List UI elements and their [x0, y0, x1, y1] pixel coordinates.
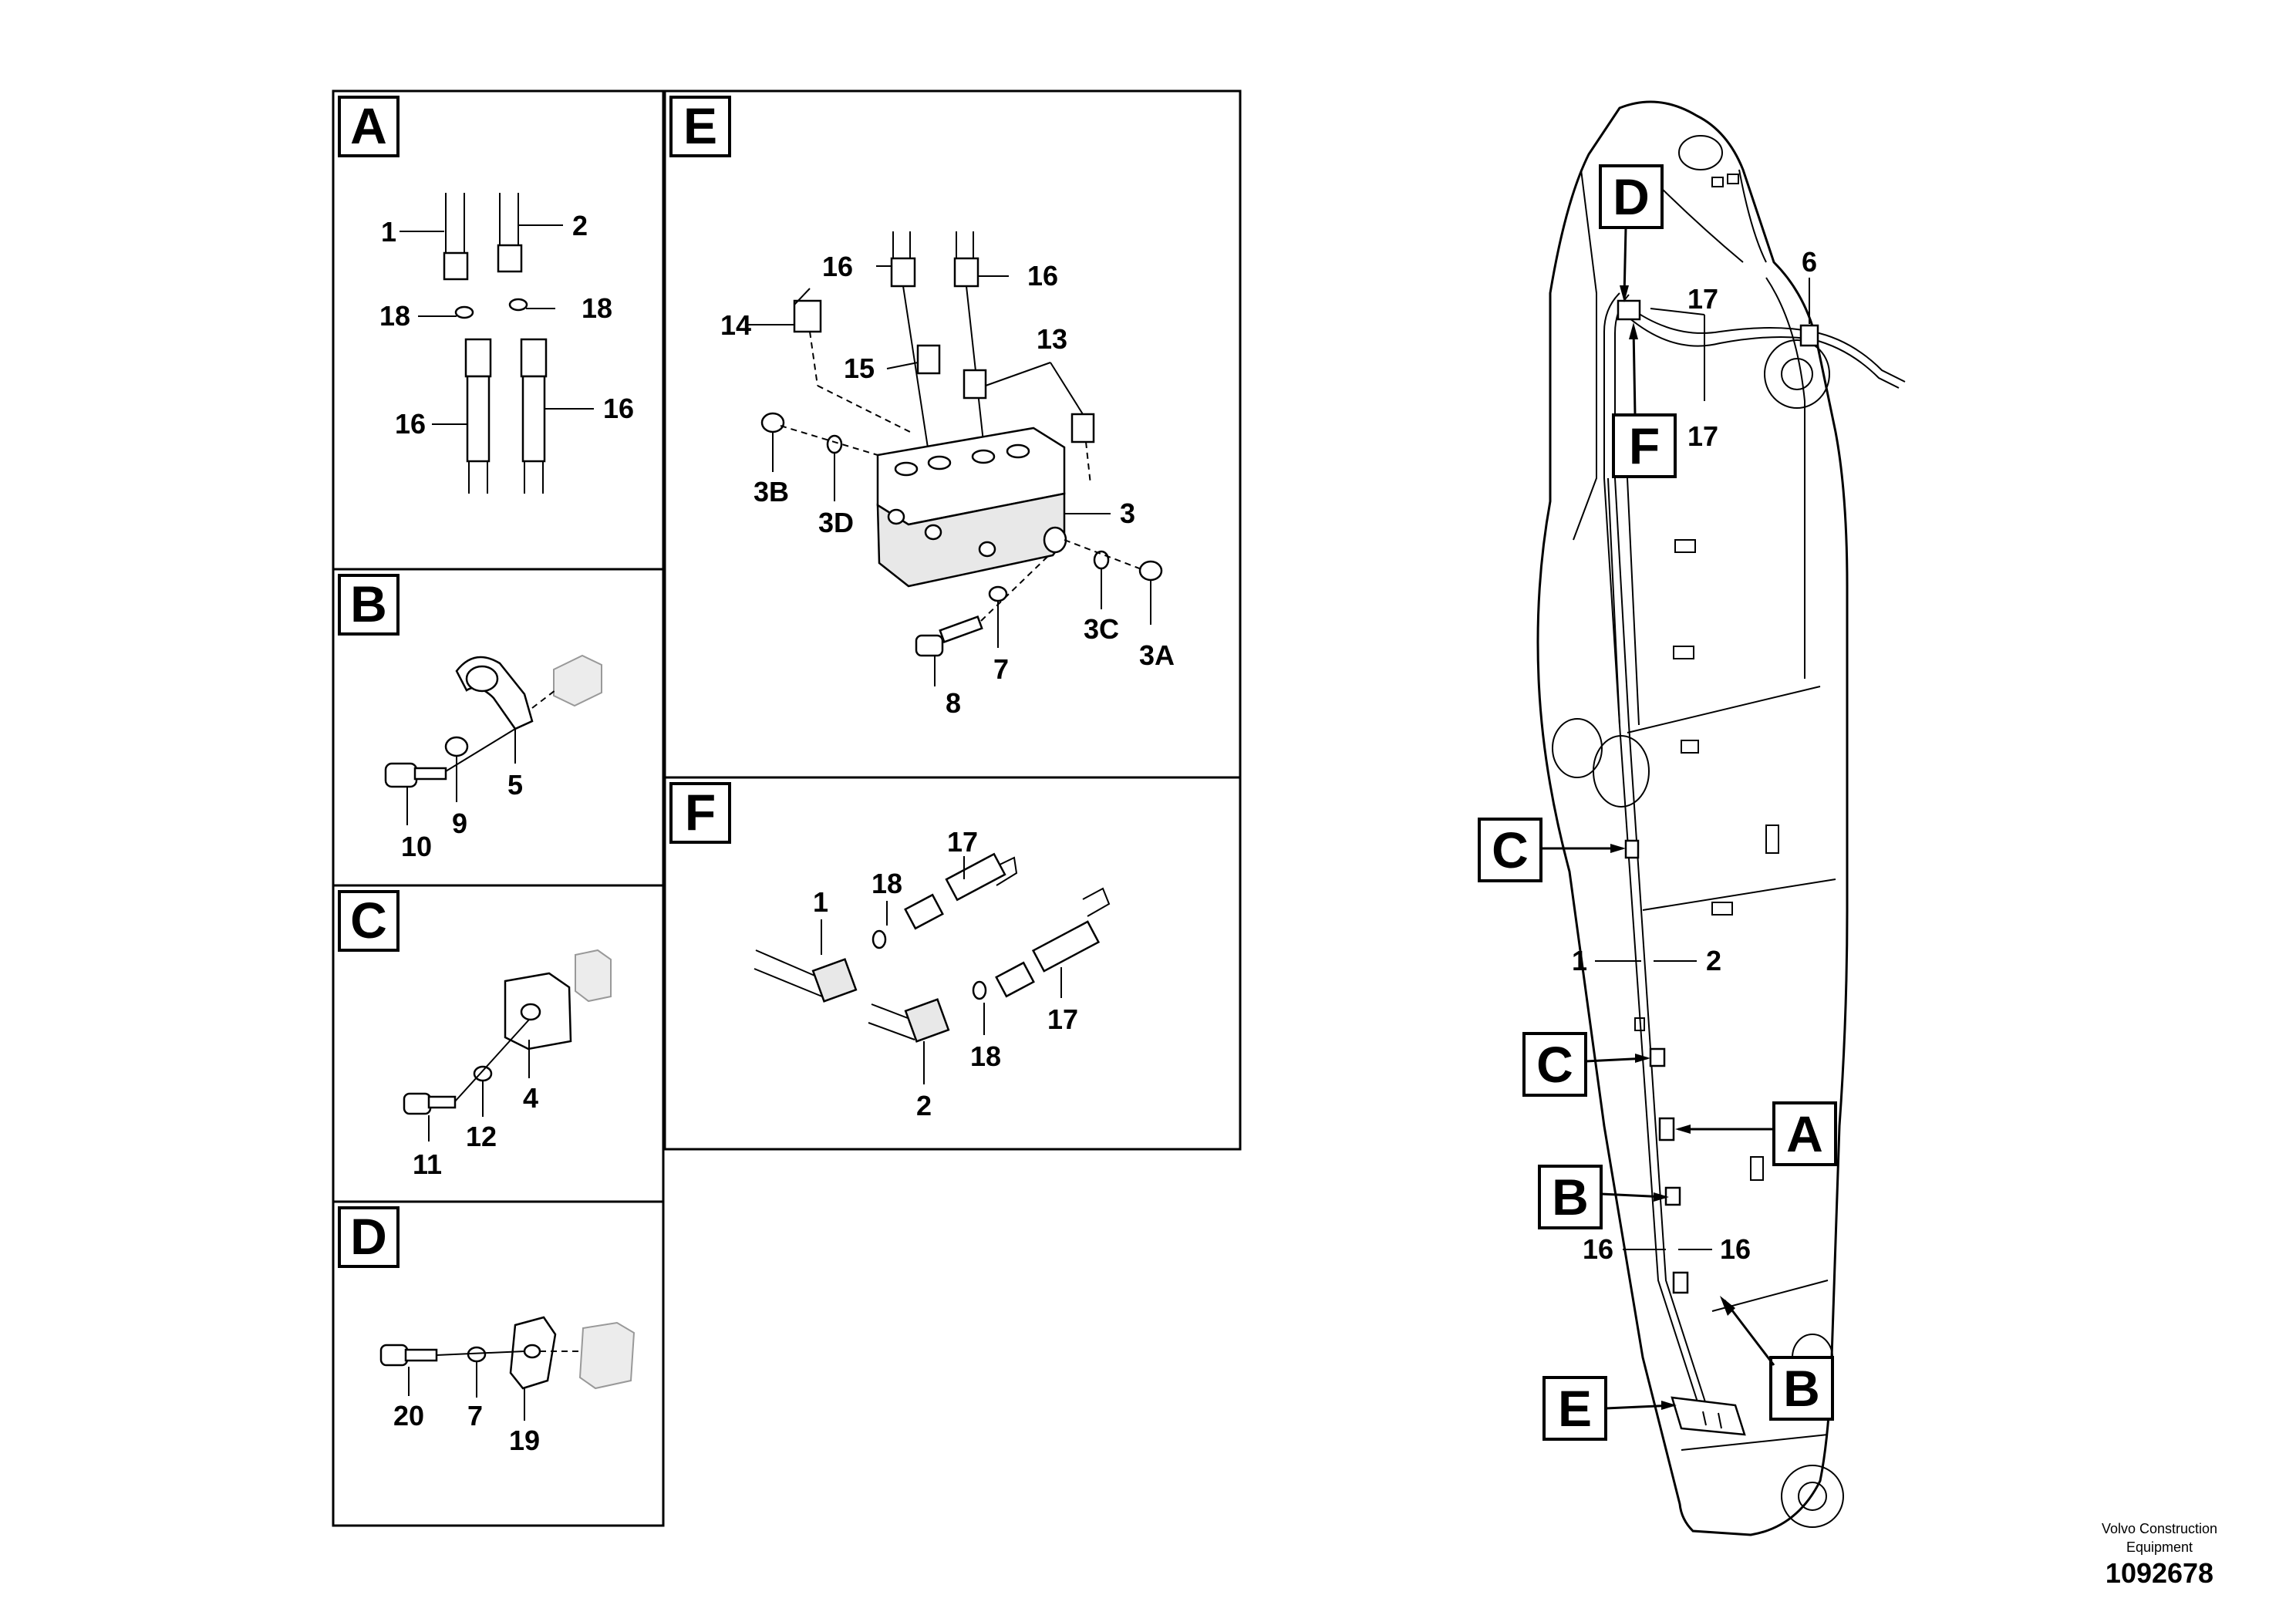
boom-overview: D F C C A B B E — [1478, 100, 1906, 1536]
overview-marker-b-right-box — [1769, 1356, 1834, 1421]
overview-marker-f-box — [1612, 413, 1677, 478]
panel-b-letter: B — [350, 575, 387, 632]
overview-callout-2: 2 — [1706, 945, 1721, 976]
panel-e-letter-box — [669, 96, 731, 157]
callout-e-14: 14 — [720, 309, 751, 341]
panel-a-letter: A — [350, 97, 387, 154]
callout-e-15: 15 — [844, 352, 875, 384]
panel-f: F 17 1 18 17 18 2 — [663, 776, 1242, 1151]
overview-marker-c-lower: C — [1536, 1036, 1573, 1093]
panel-c-letter-box — [338, 890, 400, 952]
drawing-number: 1092678 — [2106, 1557, 2213, 1589]
callout-f-1: 1 — [813, 886, 828, 918]
panel-c-letter: C — [350, 892, 387, 949]
callout-c-4: 4 — [523, 1082, 538, 1114]
panel-a-letter-box — [338, 96, 400, 157]
overview-marker-d-box — [1599, 164, 1664, 229]
panel-e-manifold — [747, 231, 1163, 686]
callout-a-1: 1 — [381, 216, 396, 248]
panel-f-frame — [663, 776, 1242, 1151]
overview-callout-6: 6 — [1802, 246, 1817, 278]
callout-e-3: 3 — [1120, 497, 1135, 529]
panel-f-letter-box — [669, 782, 731, 844]
overview-marker-b-left: B — [1552, 1168, 1589, 1226]
panel-a-hoses — [400, 193, 594, 494]
panel-c-plate — [403, 949, 612, 1141]
panel-d-frame — [332, 1200, 665, 1527]
panel-b-clamp — [384, 654, 602, 825]
panel-a: A 1 2 18 18 16 — [332, 89, 665, 571]
callout-e-3a: 3A — [1139, 639, 1175, 671]
overview-marker-c-lower-box — [1522, 1032, 1587, 1097]
overview-marker-f: F — [1629, 417, 1660, 474]
overview-marker-a-box — [1772, 1101, 1837, 1166]
footer-block: Volvo Construction Equipment 1092678 — [2102, 1521, 2217, 1589]
callout-a-18-right: 18 — [582, 292, 612, 324]
callout-e-16-right: 16 — [1027, 260, 1058, 292]
callout-b-9: 9 — [452, 808, 467, 839]
company-line-2: Equipment — [2126, 1539, 2193, 1555]
overview-marker-e-box — [1542, 1376, 1607, 1441]
panel-f-letter: F — [685, 784, 716, 841]
panel-e: E — [663, 89, 1242, 779]
company-line-1: Volvo Construction — [2102, 1521, 2217, 1536]
panel-d: D 20 7 19 — [332, 1200, 665, 1527]
callout-e-8: 8 — [946, 687, 961, 719]
callout-c-12: 12 — [466, 1121, 497, 1152]
overview-callout-1: 1 — [1572, 945, 1587, 976]
panel-e-frame — [663, 89, 1242, 779]
callout-a-16-left: 16 — [395, 408, 426, 440]
panel-b: B 10 9 5 — [332, 568, 665, 887]
panel-e-letter: E — [683, 97, 717, 154]
overview-callout-16-right: 16 — [1720, 1233, 1751, 1265]
callout-b-10: 10 — [401, 831, 432, 862]
panel-d-letter-box — [338, 1206, 400, 1268]
boom-outline — [1536, 100, 1849, 1536]
overview-callout-16-left: 16 — [1583, 1233, 1613, 1265]
callout-e-3c: 3C — [1084, 613, 1119, 645]
callout-f-17-top: 17 — [947, 826, 978, 858]
overview-marker-c-upper-box — [1478, 818, 1542, 882]
callout-a-18-left: 18 — [379, 300, 410, 332]
callout-e-13: 13 — [1037, 323, 1067, 355]
callout-d-19: 19 — [509, 1425, 540, 1456]
overview-marker-e: E — [1558, 1380, 1592, 1437]
callout-f-18-top: 18 — [872, 868, 902, 899]
callout-e-3d: 3D — [818, 507, 854, 538]
panel-c: C 11 12 4 — [332, 884, 665, 1203]
callout-b-5: 5 — [507, 769, 523, 801]
overview-callout-17-upper: 17 — [1687, 283, 1718, 315]
callout-d-20: 20 — [393, 1400, 424, 1431]
overview-marker-b-right: B — [1783, 1360, 1820, 1417]
callout-c-11: 11 — [413, 1148, 442, 1180]
panel-b-letter-box — [338, 574, 400, 636]
callout-e-7: 7 — [993, 653, 1009, 685]
panel-d-letter: D — [350, 1208, 387, 1265]
panel-d-bracket — [379, 1316, 636, 1421]
callout-a-2: 2 — [572, 210, 588, 241]
callout-e-3b: 3B — [754, 476, 789, 508]
callout-a-16-right: 16 — [603, 393, 634, 424]
panel-f-elbows — [754, 852, 1111, 1084]
callout-f-17-bottom: 17 — [1047, 1003, 1078, 1035]
callout-f-2: 2 — [916, 1090, 932, 1121]
overview-marker-d: D — [1613, 168, 1650, 225]
callout-f-18-bottom: 18 — [970, 1040, 1001, 1072]
overview-marker-a: A — [1786, 1105, 1823, 1162]
overview-callout-17-lower: 17 — [1687, 420, 1718, 452]
callout-e-16-left: 16 — [822, 251, 853, 282]
callout-d-7: 7 — [467, 1400, 483, 1431]
overview-marker-c-upper: C — [1492, 821, 1529, 878]
overview-marker-b-left-box — [1538, 1165, 1603, 1229]
